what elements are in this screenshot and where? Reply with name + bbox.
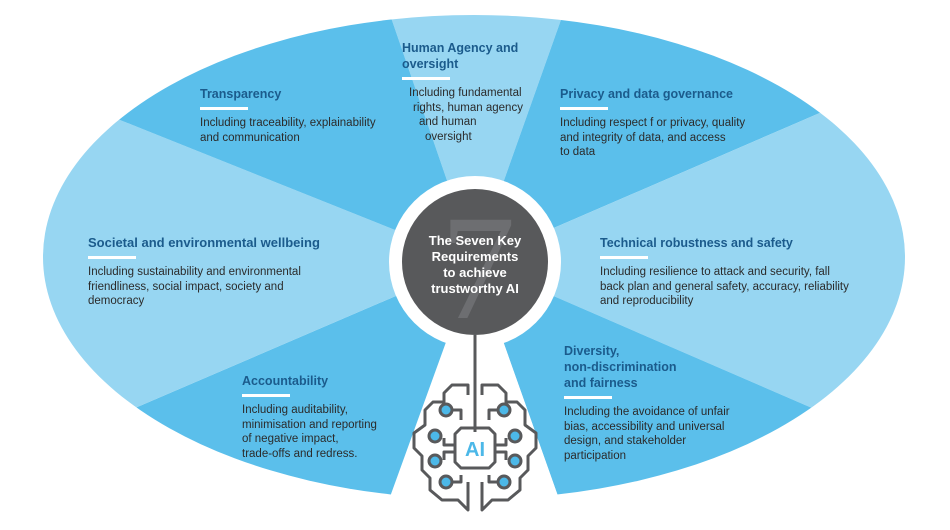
requirement-title: Human Agency and oversight	[402, 40, 562, 72]
center-title: The Seven Key Requirements to achieve tr…	[415, 233, 535, 297]
brain-nodes	[427, 402, 523, 490]
title-underline	[242, 394, 290, 397]
requirement-privacy: Privacy and data governance Including re…	[560, 86, 780, 160]
center-numeral: 7	[441, 185, 516, 351]
brain-node	[496, 474, 512, 490]
title-underline	[560, 107, 608, 110]
center-circle	[402, 189, 548, 335]
requirement-title: Societal and environmental wellbeing	[88, 235, 320, 250]
desc-line: to data	[560, 146, 596, 158]
requirement-technical-robustness: Technical robustness and safety Includin…	[600, 235, 890, 309]
brain-node	[427, 453, 443, 469]
brain-node	[507, 453, 523, 469]
requirement-title: Privacy and data governance	[560, 87, 733, 101]
desc-line: Including resilience to attack and secur…	[600, 266, 830, 278]
desc-line: Including the avoidance of unfair	[564, 406, 730, 418]
desc-line: rights, human agency	[413, 101, 523, 114]
desc-line: Including auditability,	[242, 404, 348, 416]
brain-node	[427, 428, 443, 444]
requirement-title: Transparency	[200, 87, 282, 101]
ai-chip-label: AI	[465, 439, 485, 461]
desc-line: participation	[564, 449, 627, 462]
desc-line: back plan and general safety, accuracy, …	[600, 280, 849, 293]
desc-line: of negative impact,	[242, 433, 339, 445]
desc-line: Including sustainability and environment…	[88, 266, 301, 278]
requirement-title: Technical robustness and safety	[600, 236, 793, 250]
segment-societal-wellbeing	[43, 50, 475, 470]
title-line: oversight	[402, 57, 459, 71]
title-underline	[88, 256, 136, 259]
desc-line: friendliness, social impact, society and	[88, 280, 284, 293]
center-title-line: Requirements	[431, 249, 519, 264]
requirement-human-agency: Human Agency and oversight Including fun…	[402, 40, 562, 144]
desc-line: oversight	[425, 130, 472, 143]
requirement-title: Accountability	[242, 374, 329, 388]
title-line: Diversity,	[564, 344, 620, 358]
desc-line: Including fundamental	[409, 87, 522, 99]
requirement-transparency: Transparency Including traceability, exp…	[200, 86, 410, 145]
desc-line: Including respect f or privacy, quality	[560, 117, 746, 129]
title-line: non-discrimination	[564, 360, 677, 374]
requirement-accountability: Accountability Including auditability, m…	[242, 373, 412, 461]
title-underline	[600, 256, 648, 259]
desc-line: and human	[419, 116, 477, 128]
requirement-description: Including sustainability and environment…	[88, 265, 348, 309]
requirement-description: Including the avoidance of unfair bias, …	[564, 405, 764, 463]
desc-line: and reproducibility	[600, 295, 694, 307]
brain-node	[438, 474, 454, 490]
segment-technical-robustness	[475, 55, 905, 460]
brain-node	[507, 428, 523, 444]
desc-line: and integrity of data, and access	[560, 131, 726, 144]
requirement-description: Including respect f or privacy, quality …	[560, 116, 780, 160]
center-title-line: trustworthy AI	[431, 281, 519, 296]
desc-line: Including traceability, explainability	[200, 117, 376, 129]
title-underline	[402, 77, 450, 80]
title-line: Human Agency and	[402, 41, 519, 55]
desc-line: minimisation and reporting	[242, 418, 377, 431]
requirement-description: Including traceability, explainability a…	[200, 116, 410, 145]
requirement-societal-wellbeing: Societal and environmental wellbeing Inc…	[88, 235, 348, 309]
requirement-description: Including resilience to attack and secur…	[600, 265, 890, 309]
title-underline	[200, 107, 248, 110]
requirement-description: Including fundamental rights, human agen…	[402, 86, 562, 144]
ai-brain-icon	[412, 383, 538, 512]
requirement-description: Including auditability, minimisation and…	[242, 403, 412, 461]
title-line: and fairness	[564, 376, 638, 390]
title-underline	[564, 396, 612, 399]
segment-human-agency	[385, 15, 568, 262]
brain-node	[438, 402, 454, 418]
desc-line: democracy	[88, 295, 145, 307]
requirement-title: Diversity, non-discrimination and fairne…	[564, 343, 764, 391]
brain-node	[496, 402, 512, 418]
desc-line: bias, accessibility and universal	[564, 420, 725, 433]
requirement-diversity: Diversity, non-discrimination and fairne…	[564, 343, 764, 463]
desc-line: trade-offs and redress.	[242, 447, 358, 460]
desc-line: and communication	[200, 131, 300, 144]
center-title-line: to achieve	[443, 265, 507, 280]
center-title-line: The Seven Key	[428, 233, 522, 248]
desc-line: design, and stakeholder	[564, 435, 687, 447]
